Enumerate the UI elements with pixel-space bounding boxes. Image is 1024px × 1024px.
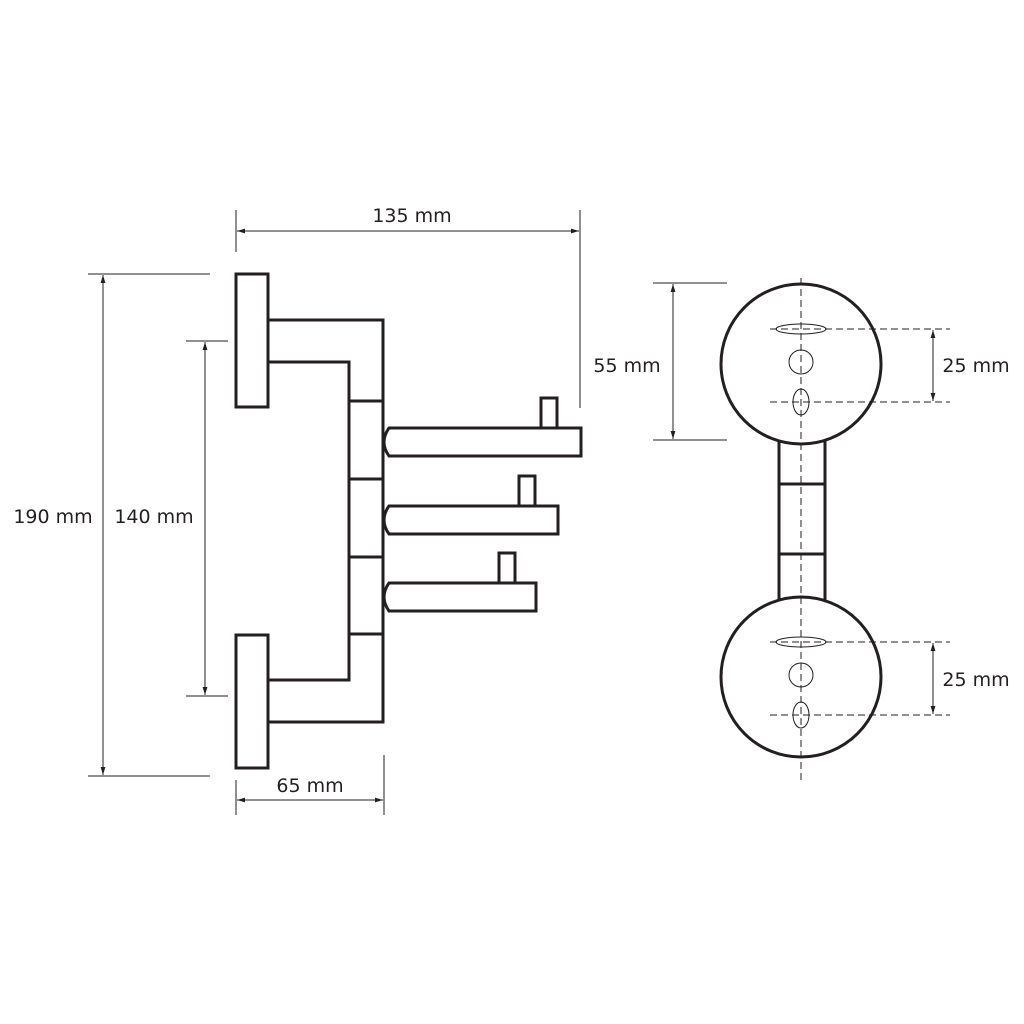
hook-arm-1 — [382, 396, 583, 458]
label-mount-spacing: 140 mm — [114, 506, 193, 528]
label-hole-spacing-top: 25 mm — [942, 355, 1009, 377]
label-rosette-diameter: 55 mm — [593, 355, 660, 377]
dimension-base-width: 65 mm — [235, 755, 385, 815]
front-view — [719, 278, 950, 780]
hook-arm-3 — [382, 551, 538, 613]
label-top-width: 135 mm — [372, 205, 451, 227]
support-column — [268, 318, 385, 724]
bottom-mounting-holes — [770, 636, 950, 729]
center-hole — [788, 662, 814, 688]
center-hole — [788, 349, 814, 375]
top-wall-plate — [234, 272, 270, 409]
dimension-rosette-diameter: 55 mm — [593, 282, 727, 441]
slot-hole — [775, 636, 827, 648]
top-mounting-holes — [770, 323, 950, 416]
slot-hole — [775, 323, 827, 335]
front-column — [777, 430, 827, 610]
dimension-hole-spacing-bottom: 25 mm — [930, 643, 1010, 714]
slot-hole — [792, 388, 810, 416]
dimension-top-width: 135 mm — [235, 205, 581, 408]
top-rosette — [719, 282, 883, 446]
column-joints — [349, 399, 383, 636]
slot-hole — [792, 701, 810, 729]
hook-arm-2 — [382, 474, 560, 536]
dimension-total-height: 190 mm — [8, 273, 210, 777]
side-view — [234, 272, 583, 770]
dimension-mount-spacing: 140 mm — [108, 340, 228, 697]
bottom-wall-plate — [234, 633, 270, 770]
label-base-width: 65 mm — [276, 775, 343, 797]
dimension-hole-spacing-top: 25 mm — [930, 330, 1010, 401]
label-hole-spacing-bottom: 25 mm — [942, 669, 1009, 691]
label-total-height: 190 mm — [13, 506, 92, 528]
